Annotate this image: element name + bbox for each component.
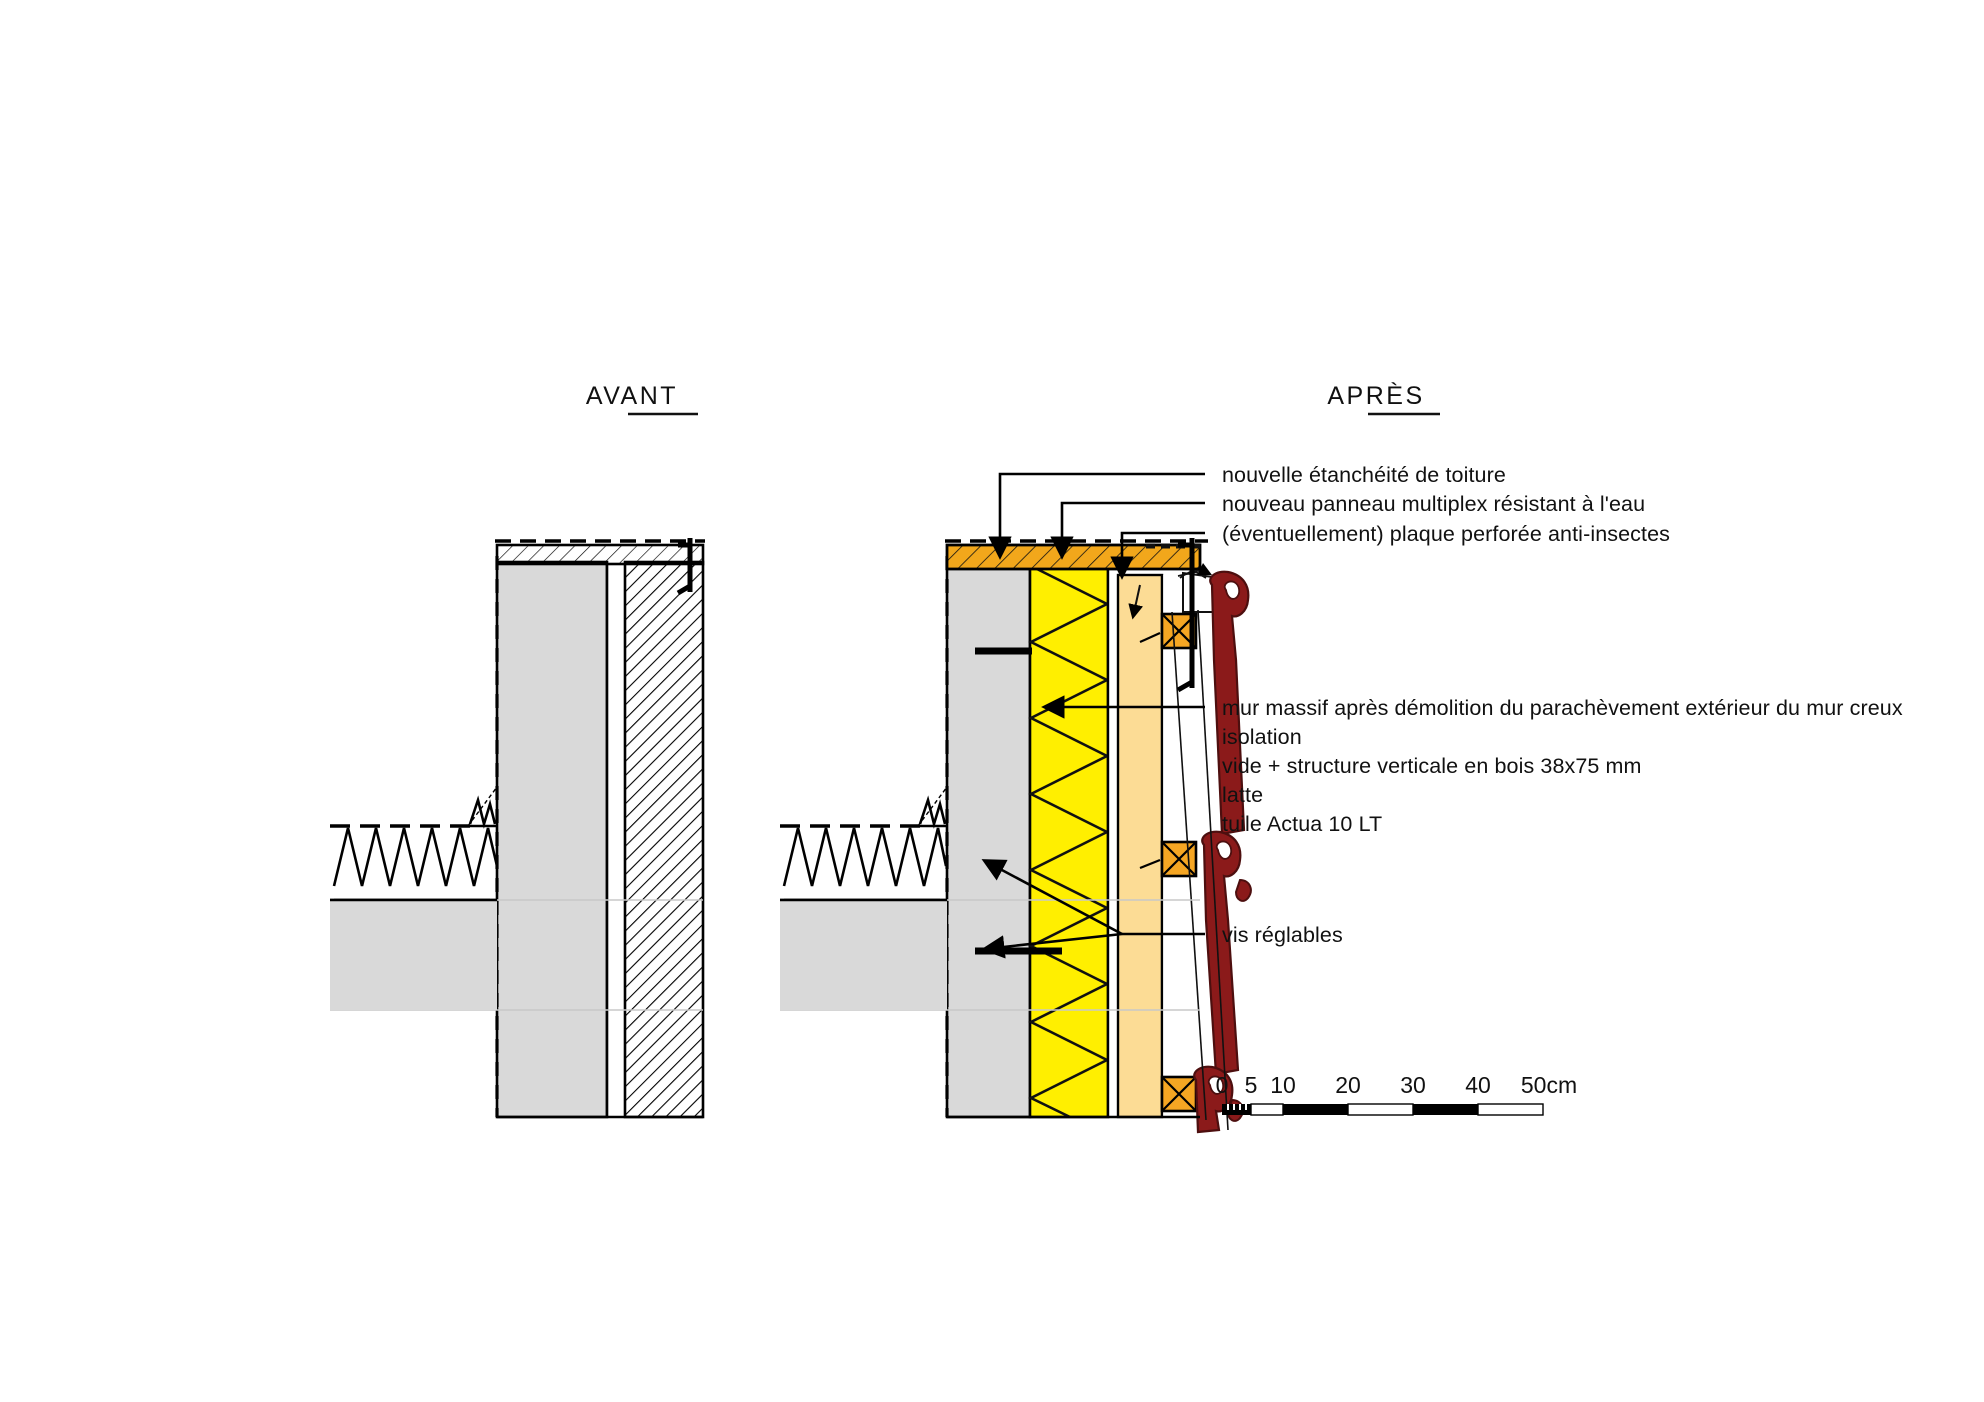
avant-roof-upstand	[467, 786, 498, 829]
leader-etancheite	[988, 472, 1205, 560]
scale-label-0: 0	[1216, 1072, 1229, 1098]
annotation-vide-structure: vide + structure verticale en bois 38x75…	[1222, 754, 1642, 778]
apres-vertical-timber	[1116, 573, 1164, 1119]
scale-seg-5-10	[1250, 1103, 1284, 1116]
annotation-latte: latte	[1222, 783, 1263, 807]
annotation-multiplex: nouveau panneau multiplex résistant à l'…	[1222, 492, 1645, 516]
avant-section-bracket	[676, 538, 693, 596]
annotation-group-wall: mur massif après démolition du parachève…	[1222, 696, 1903, 836]
pointer-batten-mid	[1139, 858, 1161, 870]
tile-course-2	[1201, 830, 1252, 1076]
leader-vis-1	[981, 859, 1123, 936]
apres-roof-buildup	[945, 543, 1202, 571]
scale-label-40: 40	[1465, 1072, 1491, 1098]
airflow-arrow-down	[1128, 584, 1143, 620]
leader-multiplex	[1050, 501, 1205, 560]
avant-outer-leaf	[623, 560, 705, 1119]
apres-insulation-layer	[1028, 560, 1110, 1119]
avant-coping	[495, 543, 705, 566]
scale-label-5: 5	[1245, 1072, 1258, 1098]
batten-bottom	[1160, 1075, 1198, 1113]
annotation-vis-reglables: vis réglables	[1222, 923, 1343, 947]
leader-vis-2	[981, 932, 1123, 959]
avant-inner-leaf	[495, 560, 609, 1119]
annotation-group-roof: nouvelle étanchéité de toiture nouveau p…	[1222, 463, 1670, 546]
avant-roof-insulation	[332, 827, 499, 902]
scale-seg-30-40	[1413, 1104, 1478, 1115]
apres-section-bracket	[1176, 538, 1195, 693]
scale-seg-40-50	[1477, 1103, 1544, 1116]
pointer-batten-top	[1139, 631, 1161, 644]
apres-roof-insulation	[782, 827, 948, 902]
scale-seg-10-20	[1283, 1104, 1348, 1115]
scale-label-10: 10	[1270, 1072, 1296, 1098]
annotation-isolation: isolation	[1222, 725, 1302, 749]
annotation-mur-massif: mur massif après démolition du parachève…	[1222, 696, 1903, 720]
annotation-plaque-perforee: (éventuellement) plaque perforée anti-in…	[1222, 522, 1670, 546]
apres-massive-wall	[945, 560, 1032, 1119]
apres-roof-upstand	[917, 786, 948, 829]
scale-bar: 0 5 10 20 30 40 50cm	[1216, 1072, 1577, 1116]
apres-eaves-closure	[1177, 562, 1214, 613]
apres-cavity-batten-layer	[1106, 562, 1164, 1119]
apres-roof-tiles	[1193, 570, 1252, 1134]
scale-bar-segments	[1222, 1103, 1544, 1116]
annotation-etancheite: nouvelle étanchéité de toiture	[1222, 463, 1506, 487]
scale-label-50cm: 50cm	[1521, 1072, 1577, 1098]
apres-tile-plane-lines	[1171, 609, 1229, 1131]
panel-avant: AVANT	[330, 382, 705, 1119]
scale-label-20: 20	[1335, 1072, 1361, 1098]
leader-plaque-perforee	[1110, 531, 1205, 580]
scale-seg-20-30	[1347, 1103, 1414, 1116]
scale-label-30: 30	[1400, 1072, 1426, 1098]
batten-middle	[1160, 840, 1198, 878]
leader-lines	[975, 472, 1205, 959]
scale-seg-0-5	[1222, 1104, 1251, 1115]
tile-course-1	[1209, 570, 1250, 836]
panel-title-apres: APRÈS	[1327, 381, 1424, 410]
annotation-tuile: tuile Actua 10 LT	[1222, 812, 1382, 836]
panel-title-avant: AVANT	[586, 382, 678, 410]
avant-cavity	[607, 562, 625, 1117]
